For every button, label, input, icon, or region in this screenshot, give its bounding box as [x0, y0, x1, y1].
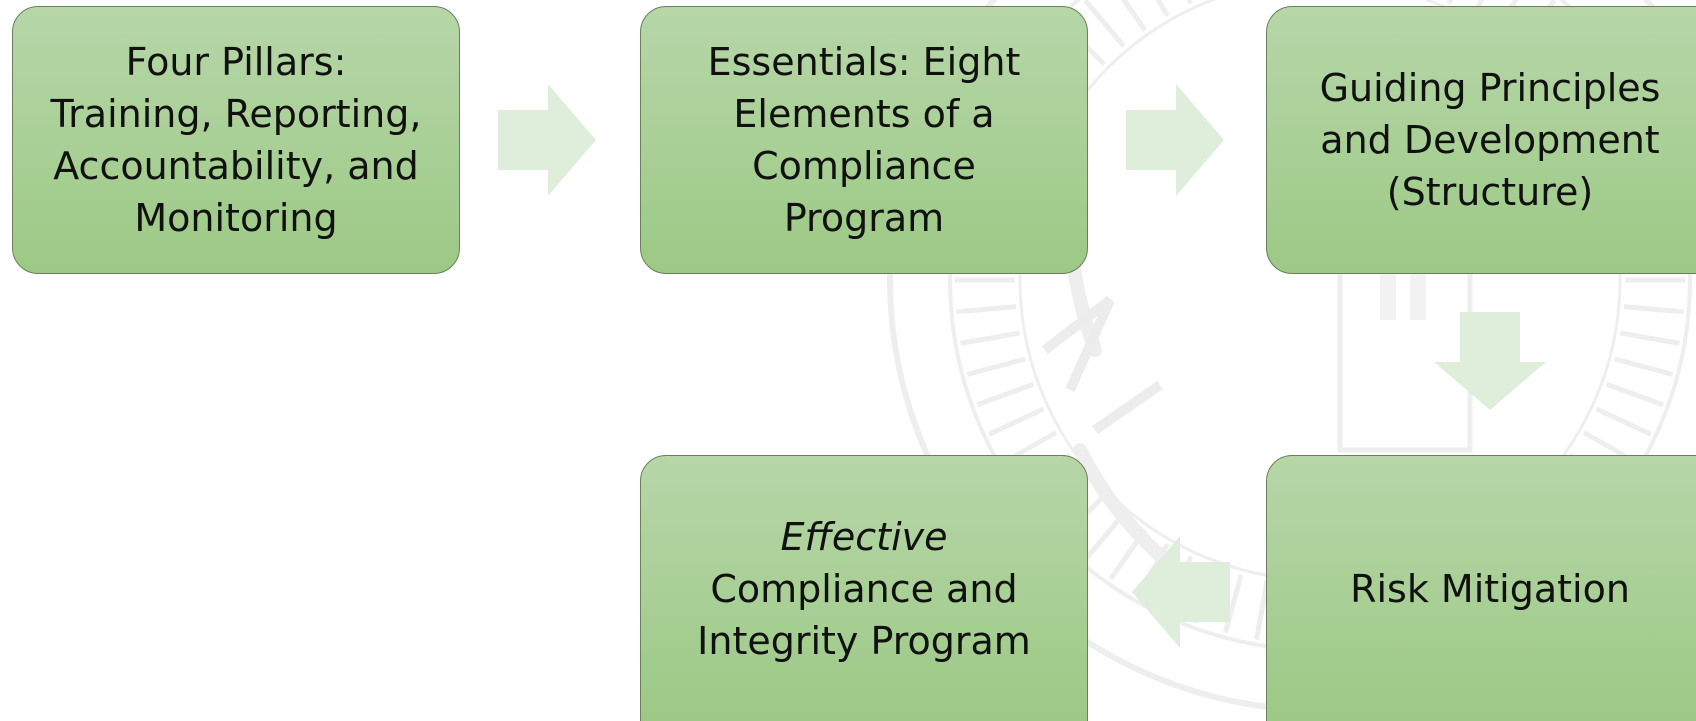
- arrow-right-icon: [498, 84, 596, 196]
- arrow-left-icon: [1132, 536, 1230, 648]
- node-line: Guiding Principles: [1319, 66, 1661, 110]
- node-four-pillars: Four Pillars: Training, Reporting, Accou…: [12, 6, 460, 274]
- node-line: Essentials: Eight: [707, 40, 1021, 84]
- node-line: Risk Mitigation: [1350, 567, 1630, 611]
- node-line: Monitoring: [134, 196, 338, 240]
- node-risk-mitigation: Risk Mitigation: [1266, 455, 1696, 721]
- node-line: Program: [783, 196, 945, 240]
- node-line: Training, Reporting,: [50, 92, 422, 136]
- node-line: Four Pillars:: [125, 40, 347, 84]
- node-line: and Development: [1320, 118, 1660, 162]
- node-line: Integrity Program: [697, 619, 1031, 663]
- node-essentials: Essentials: Eight Elements of a Complian…: [640, 6, 1088, 274]
- node-line: Compliance: [752, 144, 976, 188]
- node-line: Compliance and: [710, 567, 1018, 611]
- node-line: Accountability, and: [53, 144, 419, 188]
- node-guiding-principles: Guiding Principles and Development (Stru…: [1266, 6, 1696, 274]
- node-line: (Structure): [1386, 170, 1594, 214]
- node-effective-program: Effective Compliance and Integrity Progr…: [640, 455, 1088, 721]
- node-line-emphasis: Effective: [780, 515, 948, 559]
- node-line: Elements of a: [733, 92, 995, 136]
- arrow-right-icon: [1126, 84, 1224, 196]
- arrow-down-icon: [1434, 312, 1546, 410]
